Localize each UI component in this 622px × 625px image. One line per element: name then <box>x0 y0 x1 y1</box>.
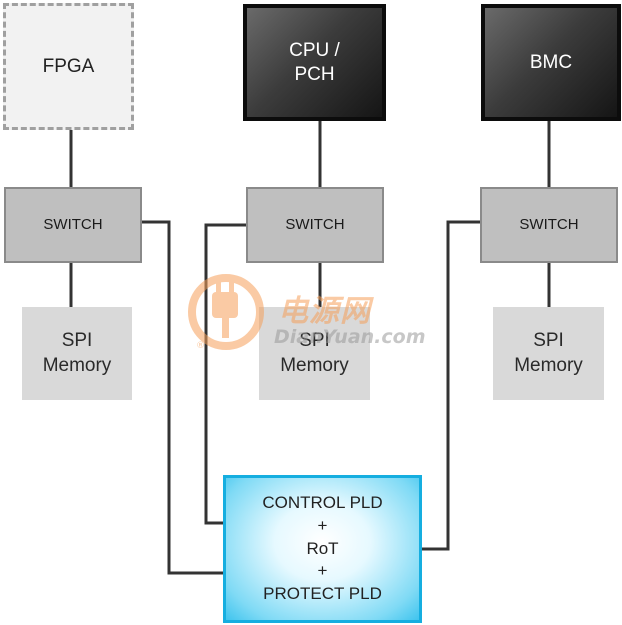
spi-memory-middle-block: SPI Memory <box>259 307 370 400</box>
spi-middle-line1: SPI <box>299 329 330 351</box>
switch-right-block: SWITCH <box>480 187 618 263</box>
switch-right-to-pld-line <box>422 220 480 551</box>
cpu-label-line1: CPU / <box>289 39 340 61</box>
fpga-block: FPGA <box>3 3 134 130</box>
control-pld-rot-block: CONTROL PLD + RoT + PROTECT PLD <box>223 475 422 623</box>
cpu-pch-block: CPU / PCH <box>243 4 386 121</box>
pld-line5: PROTECT PLD <box>263 583 382 603</box>
pld-line1: CONTROL PLD <box>262 493 383 513</box>
spi-memory-left-block: SPI Memory <box>22 307 132 400</box>
bmc-label: BMC <box>529 51 573 73</box>
switch-middle-block: SWITCH <box>246 187 384 263</box>
spi-memory-right-block: SPI Memory <box>493 307 604 400</box>
spi-middle-line2: Memory <box>280 354 349 376</box>
pld-line4: + <box>317 561 328 581</box>
switch-left-block: SWITCH <box>4 187 142 263</box>
switch-right-label: SWITCH <box>519 215 579 233</box>
switch-middle-to-pld-line <box>204 223 246 525</box>
cpu-label-line2: PCH <box>294 63 335 85</box>
spi-right-line1: SPI <box>533 329 564 351</box>
spi-left-line1: SPI <box>61 329 93 351</box>
fpga-label: FPGA <box>42 55 95 77</box>
spi-left-line2: Memory <box>42 354 112 376</box>
bmc-block: BMC <box>481 4 621 121</box>
pld-line3: RoT <box>306 538 339 558</box>
switch-left-to-pld-line <box>142 220 224 575</box>
switch-left-label: SWITCH <box>43 215 103 233</box>
spi-right-line2: Memory <box>514 354 583 376</box>
pld-line2: + <box>317 516 328 536</box>
switch-middle-label: SWITCH <box>285 215 345 233</box>
